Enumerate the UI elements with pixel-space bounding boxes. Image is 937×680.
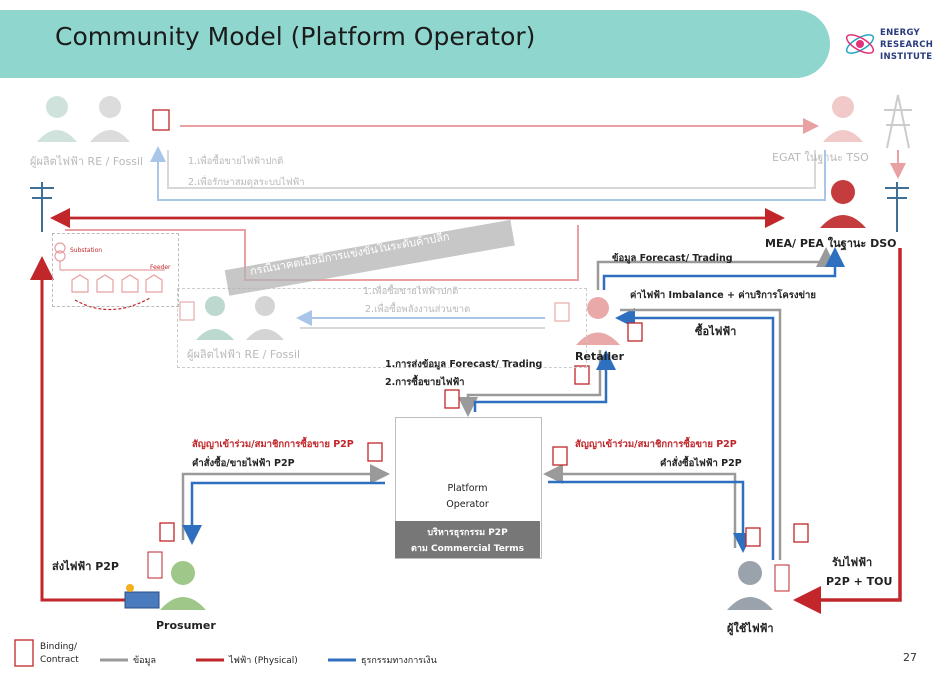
prosumer-label: Prosumer — [156, 619, 216, 632]
send-forecast-1: 1.การส่งข้อมูล Forecast/ Trading — [385, 359, 543, 370]
legend-binding: Binding/ — [40, 642, 78, 652]
platform-label-2: Operator — [446, 499, 489, 510]
prosumer-platform-financial-line — [182, 481, 385, 545]
platform-retailer-data-line — [458, 350, 602, 417]
re-producer-mid-icon — [196, 296, 234, 340]
p2p-tou-label: P2P + TOU — [826, 575, 893, 588]
feeder-schematic — [54, 242, 165, 311]
logo-line1: ENERGY — [880, 28, 921, 38]
right-contract-label: สัญญาเข้าร่วม/สมาชิกการซื้อขาย P2P — [575, 439, 737, 450]
retailer-label: Retailer — [575, 350, 625, 363]
re-producer-mid-label: ผู้ผลิตไฟฟ้า RE / Fossil — [187, 348, 301, 361]
meter-icon — [774, 564, 790, 592]
eri-logo: ENERGY RESEARCH INSTITUTE — [842, 20, 934, 70]
sun-icon — [126, 584, 134, 592]
send-p2p-label: ส่งไฟฟ้า P2P — [52, 560, 119, 573]
tower-left-icon — [30, 182, 54, 232]
dso-consumer-power-line — [793, 248, 902, 614]
legend-contract: Contract — [40, 655, 79, 665]
retailer-icon — [576, 297, 620, 345]
future-retail-box — [177, 288, 587, 368]
top-purpose-1: 1.เพื่อซื้อขายไฟฟ้าปกติ — [188, 156, 284, 167]
substation-box — [52, 233, 179, 307]
substation-label: Substation — [70, 247, 103, 254]
solar-panel-icon — [124, 591, 160, 609]
egat-icon — [823, 96, 863, 142]
mid-purpose-2: 2.เพื่อซื้อพลังงานส่วนขาด — [365, 304, 471, 315]
left-order-label: คำสั่งซื้อ/ขายไฟฟ้า P2P — [192, 458, 295, 469]
retailer-dso-financial-line — [602, 247, 845, 290]
page-title: Community Model (Platform Operator) — [55, 22, 536, 51]
feeder-label: Feeder — [150, 264, 171, 271]
consumer-retailer-data-line — [620, 308, 782, 560]
page-number: 27 — [903, 651, 917, 664]
atom-logo-icon — [845, 34, 875, 54]
top-data-flow-line — [167, 150, 816, 189]
re-producer-top-label: ผู้ผลิตไฟฟ้า RE / Fossil — [30, 155, 144, 168]
top-purpose-2: 2.เพื่อรักษาสมดุลระบบไฟฟ้า — [188, 177, 305, 188]
prosumer-platform-data-line — [181, 464, 390, 540]
platform-caption-2: ตาม Commercial Terms — [411, 544, 524, 554]
consumer-retailer-financial-line — [615, 308, 775, 560]
meter-icon — [147, 551, 163, 579]
egat-label: EGAT ในฐานะ TSO — [772, 151, 869, 164]
consumer-platform-data-line — [543, 464, 737, 548]
legend-financial: ธุรกรรมทางการเงิน — [361, 656, 437, 666]
document-icon — [14, 109, 809, 667]
left-contract-label: สัญญาเข้าร่วม/สมาชิกการซื้อขาย P2P — [192, 439, 354, 450]
consumer-label: ผู้ใช้ไฟฟ้า — [727, 622, 774, 635]
platform-caption: บริหารธุรกรรม P2P ตาม Commercial Terms — [395, 521, 540, 558]
top-financial-flow-line — [150, 146, 826, 201]
prosumer-send-power-line — [30, 256, 135, 602]
tower-right-icon — [885, 182, 909, 232]
pylon-icon — [884, 94, 912, 149]
platform-caption-1: บริหารธุรกรรม P2P — [427, 528, 508, 538]
imbalance-label: ค่าไฟฟ้า Imbalance + ค่าบริการโครงข่าย — [630, 290, 816, 301]
logo-line2: RESEARCH — [880, 40, 934, 50]
logo-line3: INSTITUTE — [880, 52, 933, 62]
title-bar — [0, 10, 830, 78]
prosumer-icon — [160, 561, 206, 610]
forecast-trading-label: ข้อมูล Forecast/ Trading — [612, 253, 733, 264]
right-order-label: คำสั่งซื้อไฟฟ้า P2P — [660, 458, 742, 469]
receive-power-label: รับไฟฟ้า — [832, 556, 873, 569]
re-producer-top-icon — [37, 96, 77, 142]
buy-power-label: ซื้อไฟฟ้า — [695, 325, 737, 338]
legend-data: ข้อมูล — [133, 656, 157, 666]
legend-physical: ไฟฟ้า (Physical) — [229, 656, 298, 666]
consumer-platform-financial-line — [548, 480, 753, 553]
consumer-icon — [727, 561, 773, 610]
send-forecast-2: 2.การซื้อขายไฟฟ้า — [385, 377, 465, 388]
mid-purpose-1: 1.เพื่อซื้อขายไฟฟ้าปกติ — [363, 286, 459, 297]
platform-retailer-financial-line — [473, 350, 616, 412]
mea-pea-label: MEA/ PEA ในฐานะ DSO — [765, 237, 897, 250]
mea-pea-icon — [820, 180, 866, 228]
platform-label-1: Platform — [447, 483, 488, 494]
